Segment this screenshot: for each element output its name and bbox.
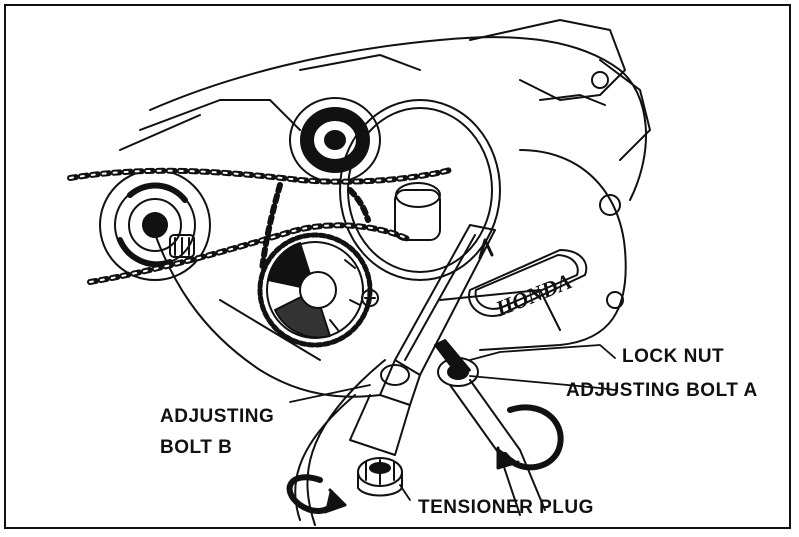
cam-cover-ring <box>339 99 501 281</box>
honda-badge-text: HONDA <box>491 268 575 321</box>
figure-frame <box>4 4 791 529</box>
leader-lines <box>289 344 616 501</box>
adjusting-bolt-b-label-line1: ADJUSTING <box>160 406 275 427</box>
lock-nut-label: LOCK NUT <box>622 346 725 367</box>
engine-case-outline <box>119 19 651 398</box>
brand-badge <box>468 249 588 317</box>
tensioner-plug-label: TENSIONER PLUG <box>418 497 594 518</box>
left-pulley <box>99 169 211 281</box>
tensioner-plug-part <box>357 457 403 497</box>
cam-sprocket <box>257 232 373 348</box>
adjusting-bolt-a-label: ADJUSTING BOLT A <box>566 380 758 401</box>
adjuster-assembly <box>294 224 546 526</box>
adjusting-bolt-b-label-line2: BOLT B <box>160 437 233 458</box>
rotation-arrow-left <box>286 474 347 514</box>
tensioner-roller <box>289 97 381 183</box>
drive-chain <box>67 167 453 285</box>
rotation-arrow-right <box>496 404 564 471</box>
